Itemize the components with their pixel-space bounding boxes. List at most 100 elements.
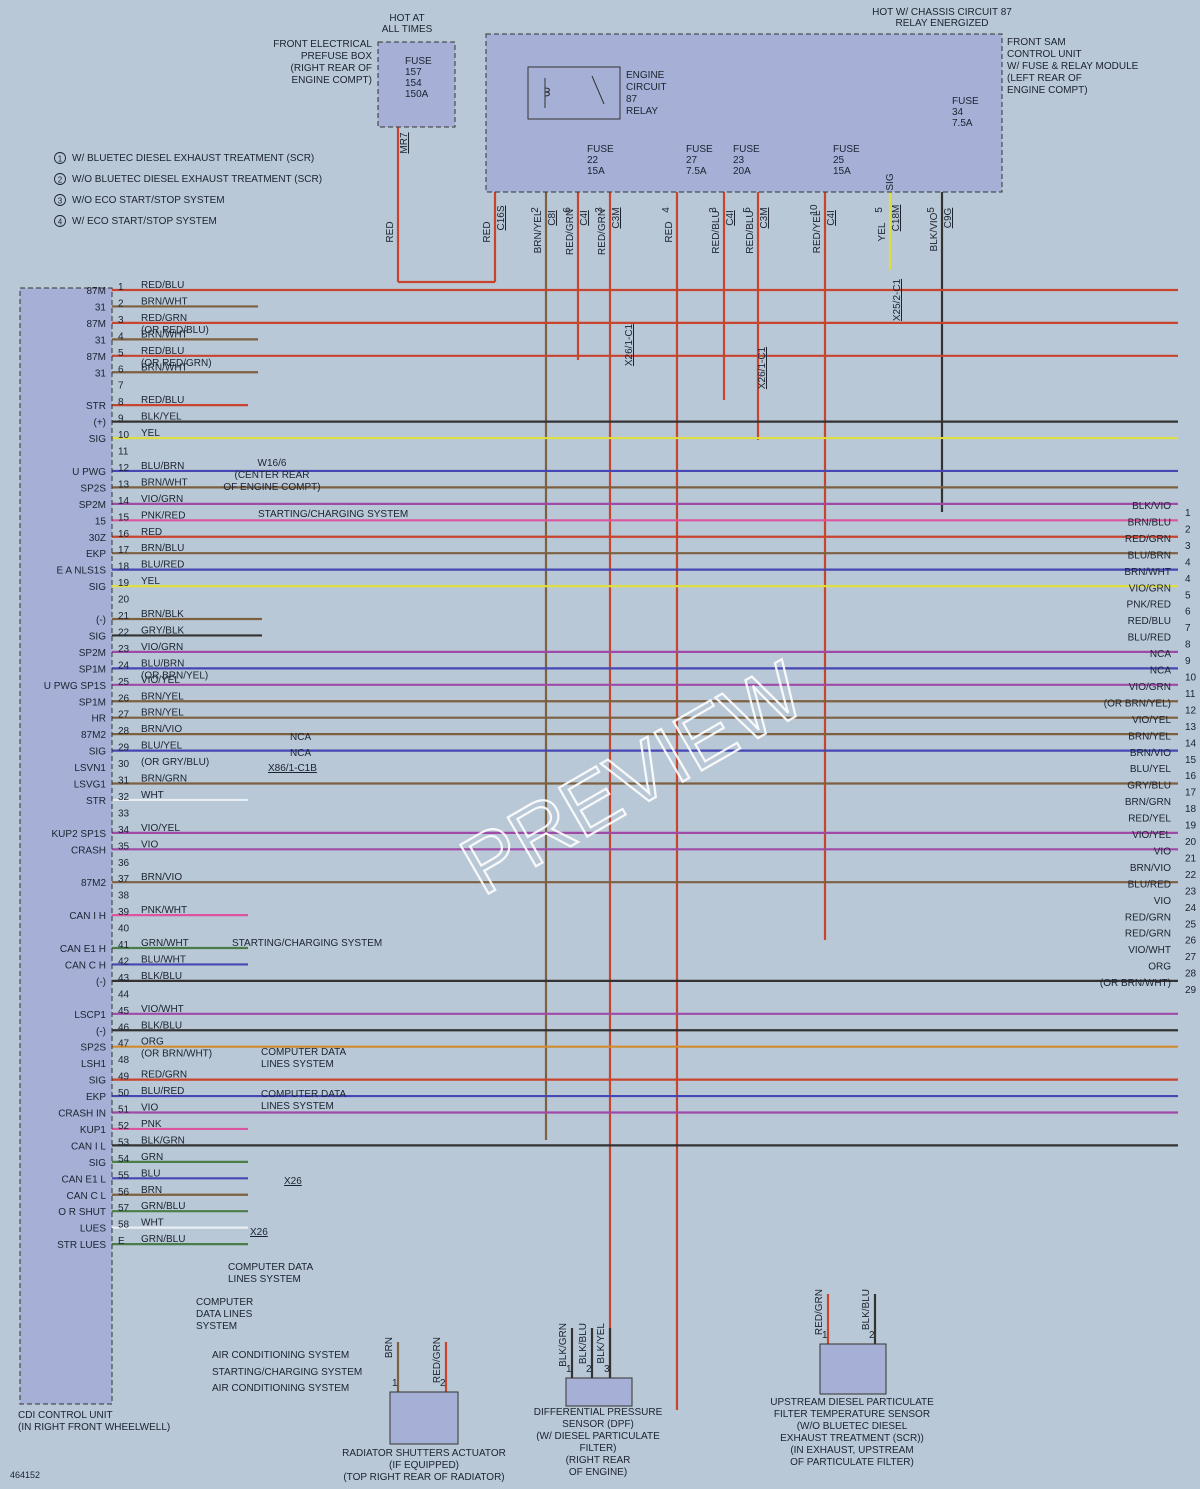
right-terminal-number: 28 (1185, 969, 1197, 980)
ecu-wire-extra: (OR RED/BLU) (141, 325, 209, 336)
ecu-pin-label: EKP (86, 1092, 106, 1103)
nca-label: NCA (290, 732, 311, 743)
right-wire-code: BRN/GRN (1125, 797, 1171, 808)
right-terminal-number: 14 (1185, 738, 1197, 749)
component-wire-code: BRN (384, 1337, 395, 1358)
fuse-label: 15A (587, 166, 605, 177)
ecu-pin-label: CAN E1 L (62, 1174, 107, 1185)
ecu-pin-label: O R SHUT (58, 1207, 106, 1218)
ecu-pin-label: STR (86, 796, 106, 807)
fuse-label: 20A (733, 166, 751, 177)
ecu-wire-code: BLK/BLU (141, 971, 182, 982)
ecu-pin-number: 45 (118, 1006, 130, 1017)
ecu-wire-code: RED (141, 527, 162, 538)
legend-item: W/O ECO START/STOP SYSTEM (72, 195, 225, 206)
right-terminal-number: 20 (1185, 837, 1197, 848)
component-radiator (389, 1391, 459, 1445)
wire-code: RED/BLU (711, 210, 722, 253)
option-number: 4 (58, 218, 63, 227)
right-wire-code: BLU/RED (1128, 879, 1171, 890)
ecu-wire-code: BRN/WHT (141, 329, 188, 340)
prefuse-fuse-label: 150A (405, 89, 429, 100)
right-wire-code: RED/GRN (1125, 534, 1171, 545)
right-terminal-number: 5 (1185, 590, 1191, 601)
connector-code: C8I (547, 210, 558, 226)
ecu-pin-label: SIG (89, 582, 106, 593)
pin-number: 5 (874, 207, 885, 213)
ecu-wire-code: ORG (141, 1037, 164, 1048)
option-number: 1 (58, 155, 63, 164)
ecu-pin-number: 55 (118, 1170, 130, 1181)
ecu-pin-number: 24 (118, 660, 130, 671)
fuse-label: 25 (833, 155, 845, 166)
component-wire-code: BLK/BLU (861, 1289, 872, 1330)
ecu-pin-number: 40 (118, 924, 130, 935)
ecu-wire-code: RED/BLU (141, 346, 184, 357)
connector-label: X26 (250, 1227, 268, 1238)
right-terminal-number: 19 (1185, 821, 1197, 832)
ecu-pin-label: 31 (95, 368, 107, 379)
component-pin: 1 (566, 1364, 572, 1375)
prefuse-label: (RIGHT REAR OF (291, 63, 372, 74)
legend-item: W/ ECO START/STOP SYSTEM (72, 216, 217, 227)
ecu-pin-number: 23 (118, 644, 130, 655)
ecu-pin-number: 41 (118, 940, 130, 951)
starting-system: STARTING/CHARGING SYSTEM (212, 1367, 362, 1378)
ecu-wire-code: BRN/BLU (141, 543, 184, 554)
wire-code: RED/GRN (565, 209, 576, 255)
right-wire-code: NCA (1150, 649, 1171, 660)
ecu-pin-number: E (118, 1236, 125, 1247)
computer-data-lines: LINES SYSTEM (228, 1274, 301, 1285)
right-wire-code: BLU/BRN (1128, 550, 1171, 561)
ecu-wire-code: BLU (141, 1168, 160, 1179)
component-dps (565, 1377, 633, 1407)
right-wire-code: VIO (1154, 896, 1171, 907)
ecu-pin-label: (-) (96, 1026, 106, 1037)
option-circle (54, 215, 66, 227)
ecu-pin-label: 30Z (89, 533, 106, 544)
component-label: (W/O BLUETEC DIESEL (797, 1421, 908, 1432)
ecu-pin-number: 19 (118, 578, 130, 589)
right-wire-code: VIO/YEL (1132, 830, 1171, 841)
ecu-wire-code: WHT (141, 790, 164, 801)
ecu-pin-label: CRASH (71, 845, 106, 856)
relay-label: 87 (626, 94, 638, 105)
wire-code: RED (664, 221, 675, 242)
component-label: (IF EQUIPPED) (389, 1460, 459, 1471)
ecu-wire-code: BRN (141, 1185, 162, 1196)
ecu-pin-number: 27 (118, 710, 130, 721)
component-label: (TOP RIGHT REAR OF RADIATOR) (343, 1472, 504, 1483)
ecu-pin-number: 1 (118, 282, 124, 293)
ecu-wire-code: WHT (141, 1218, 164, 1229)
ecu-wire-code: RED/GRN (141, 1070, 187, 1081)
ecu-wire-code: BRN/WHT (141, 477, 188, 488)
fuse-label: 27 (686, 155, 698, 166)
right-wire-code: VIO (1154, 846, 1171, 857)
ecu-pin-label: CAN I H (69, 911, 106, 922)
ecu-wire-code: GRN/BLU (141, 1234, 185, 1245)
ecu-pin-number: 49 (118, 1072, 130, 1083)
ecu-pin-label: U PWG SP1S (44, 681, 107, 692)
wire-code: RED (385, 221, 396, 242)
right-wire-code: RED/GRN (1125, 912, 1171, 923)
front-sam-unit (485, 33, 1003, 193)
ecu-pin-number: 8 (118, 397, 124, 408)
wire-code: YEL (877, 222, 888, 241)
ecu-wire-code: YEL (141, 576, 160, 587)
right-terminal-number: 23 (1185, 886, 1197, 897)
ecu-pin-label: (-) (96, 977, 106, 988)
right-terminal-number: 7 (1185, 623, 1191, 634)
ecu-pin-number: 57 (118, 1203, 130, 1214)
ecu-pin-number: 43 (118, 973, 130, 984)
connector-label: X25/2-C1 (892, 278, 903, 321)
ecu-wire-code: YEL (141, 428, 160, 439)
right-terminal-number: 12 (1185, 705, 1197, 716)
right-wire-code: NCA (1150, 666, 1171, 677)
ecu-wire-code: BLU/RED (141, 560, 184, 571)
ecu-pin-number: 3 (118, 315, 124, 326)
right-wire-code: VIO/GRN (1129, 682, 1171, 693)
fuse-label: 22 (587, 155, 599, 166)
right-terminal-number: 22 (1185, 870, 1197, 881)
option-number: 2 (58, 176, 63, 185)
ecu-wire-code: VIO/YEL (141, 675, 180, 686)
